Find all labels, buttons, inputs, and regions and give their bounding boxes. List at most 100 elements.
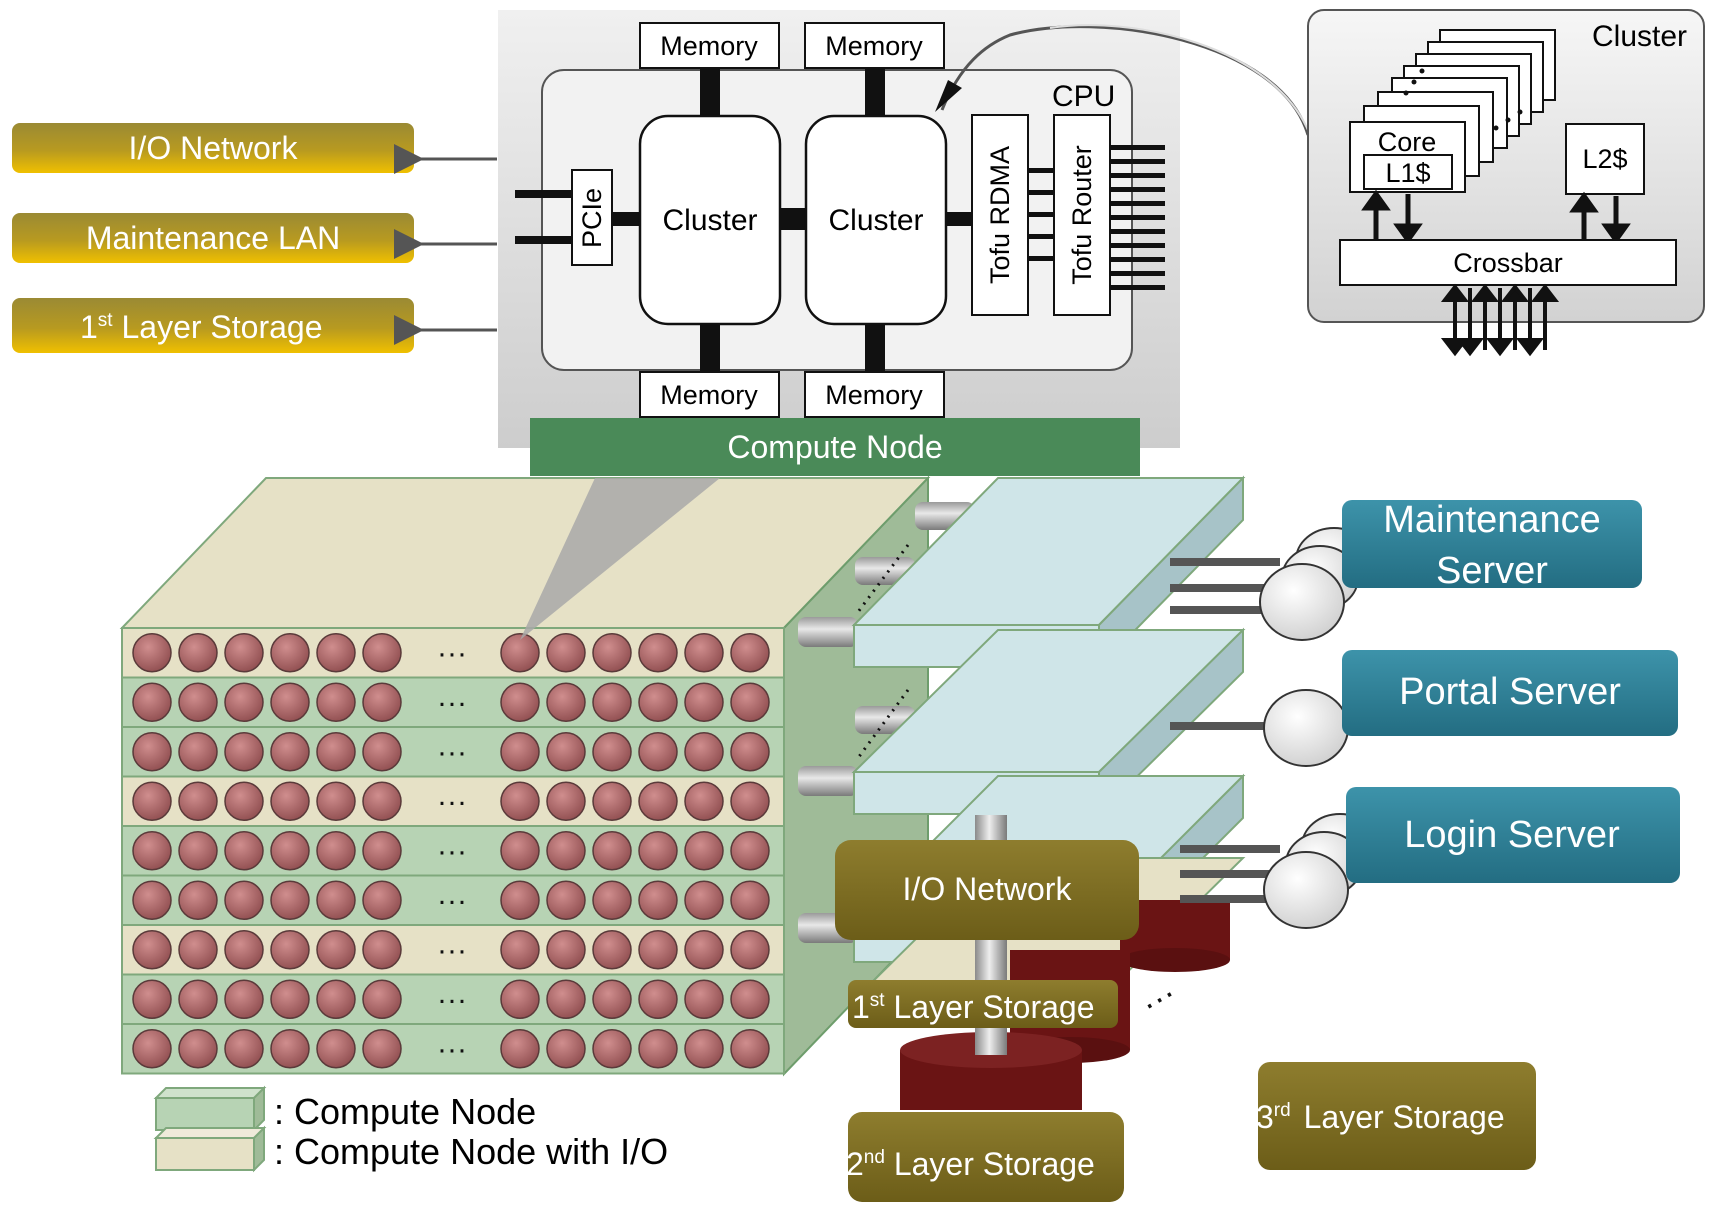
compute-node-circle [500, 732, 540, 772]
compute-node-circle [316, 831, 356, 871]
compute-node-circle [730, 979, 770, 1019]
compute-node-circle [178, 633, 218, 673]
compute-node-circle [132, 979, 172, 1019]
memory-bottom-right: Memory [804, 371, 945, 418]
compute-node-circle [730, 1029, 770, 1069]
rack-row: ··· [121, 924, 785, 976]
compute-node-circle [224, 831, 264, 871]
rack-row-ellipsis: ··· [437, 736, 467, 769]
compute-node-circle [592, 979, 632, 1019]
compute-node-banner: Compute Node [530, 418, 1140, 476]
compute-node-circle [178, 682, 218, 722]
compute-node-circle [224, 979, 264, 1019]
compute-node-circle [546, 781, 586, 821]
left-network-labels: I/O Network Maintenance LAN 1st Layer St… [12, 123, 497, 353]
svg-text:PCIe: PCIe [577, 188, 607, 248]
compute-node-circle [362, 732, 402, 772]
svg-text:Memory: Memory [660, 31, 758, 61]
compute-node-circle [362, 633, 402, 673]
svg-text:Server: Server [1436, 550, 1548, 592]
cluster-interconnect [780, 208, 806, 230]
cluster-detail-panel: Cluster Core L1$ L2$ [1307, 9, 1705, 357]
compute-node-circle [362, 930, 402, 970]
compute-node-circle [500, 979, 540, 1019]
compute-node-circle [270, 732, 310, 772]
compute-node-circle [132, 1029, 172, 1069]
portal-server-box: Portal Server [1342, 650, 1678, 736]
compute-node-circle [638, 831, 678, 871]
tofu-router-block: Tofu Router [1053, 114, 1165, 316]
compute-node-circle [546, 930, 586, 970]
cpu-block: CPU Memory Memory Memory Memory [498, 10, 1311, 476]
compute-node-circle [178, 781, 218, 821]
compute-node-circle [270, 781, 310, 821]
compute-node-circle [178, 979, 218, 1019]
compute-node-circle [224, 732, 264, 772]
rack-row-ellipsis: ··· [437, 1033, 467, 1066]
compute-node-circle [638, 732, 678, 772]
svg-text:I/O Network: I/O Network [903, 871, 1073, 907]
svg-text:Core: Core [1378, 127, 1437, 157]
svg-text:Tofu RDMA: Tofu RDMA [985, 146, 1015, 284]
compute-node-circle [178, 880, 218, 920]
compute-node-circle [224, 930, 264, 970]
compute-node-circle [500, 930, 540, 970]
server-cables [1170, 558, 1280, 903]
compute-node-circle [684, 831, 724, 871]
compute-node-circle [178, 732, 218, 772]
compute-node-circle [638, 781, 678, 821]
compute-node-circle [270, 880, 310, 920]
compute-node-circle [638, 682, 678, 722]
rack-row-ellipsis: ··· [437, 884, 467, 917]
svg-text:2nd Layer Storage: 2nd Layer Storage [846, 1146, 1095, 1182]
compute-node-circle [592, 880, 632, 920]
compute-node-circle [224, 880, 264, 920]
compute-node-circle [592, 633, 632, 673]
svg-text:1st Layer Storage: 1st Layer Storage [80, 309, 322, 345]
compute-node-circle [362, 781, 402, 821]
svg-text:Compute Node: Compute Node [727, 429, 942, 465]
pcie-block: PCIe [515, 169, 640, 266]
compute-node-circle [730, 831, 770, 871]
cpu-title: CPU [1052, 80, 1115, 113]
compute-node-circle [132, 633, 172, 673]
cluster-left: Cluster [638, 114, 782, 326]
rack-row-ellipsis: ··· [437, 637, 467, 670]
cluster-right: Cluster [804, 114, 948, 326]
maintenance-server-box: Maintenance Server [1342, 499, 1642, 592]
compute-node-circle [132, 732, 172, 772]
legend-compute-node-with-io: : Compute Node with I/O [153, 1125, 668, 1173]
compute-node-circle [684, 930, 724, 970]
rack-row-ellipsis: ··· [437, 934, 467, 967]
compute-node-circle [362, 682, 402, 722]
compute-node-circle [684, 781, 724, 821]
svg-text:: Compute Node: : Compute Node [274, 1091, 536, 1132]
compute-node-circle [178, 1029, 218, 1069]
compute-node-circle [132, 880, 172, 920]
compute-node-circle [684, 732, 724, 772]
compute-node-circle [546, 831, 586, 871]
compute-node-circle [684, 1029, 724, 1069]
compute-node-circle [730, 880, 770, 920]
third-layer-storage-label: 3rd Layer Storage [1256, 1062, 1536, 1170]
compute-node-circle [638, 1029, 678, 1069]
svg-text:3rd Layer Storage: 3rd Layer Storage [1256, 1099, 1505, 1135]
compute-node-circle [362, 979, 402, 1019]
storage-ellipsis: ··· [1135, 974, 1183, 1024]
compute-node-circle [638, 979, 678, 1019]
svg-text:L2$: L2$ [1582, 144, 1627, 174]
compute-node-circle [546, 682, 586, 722]
compute-node-circle [316, 781, 356, 821]
svg-text:Login Server: Login Server [1404, 814, 1620, 856]
cache-arrows [1361, 189, 1631, 245]
crossbar-box: Crossbar [1339, 239, 1677, 286]
rack-row: ··· [121, 627, 785, 679]
memory-bottom-left: Memory [639, 371, 780, 418]
io-network-label: I/O Network [12, 123, 497, 174]
compute-node-circle [362, 831, 402, 871]
compute-node-circle [592, 682, 632, 722]
svg-text:Memory: Memory [825, 380, 923, 410]
compute-node-circle [224, 633, 264, 673]
compute-node-circle [638, 633, 678, 673]
